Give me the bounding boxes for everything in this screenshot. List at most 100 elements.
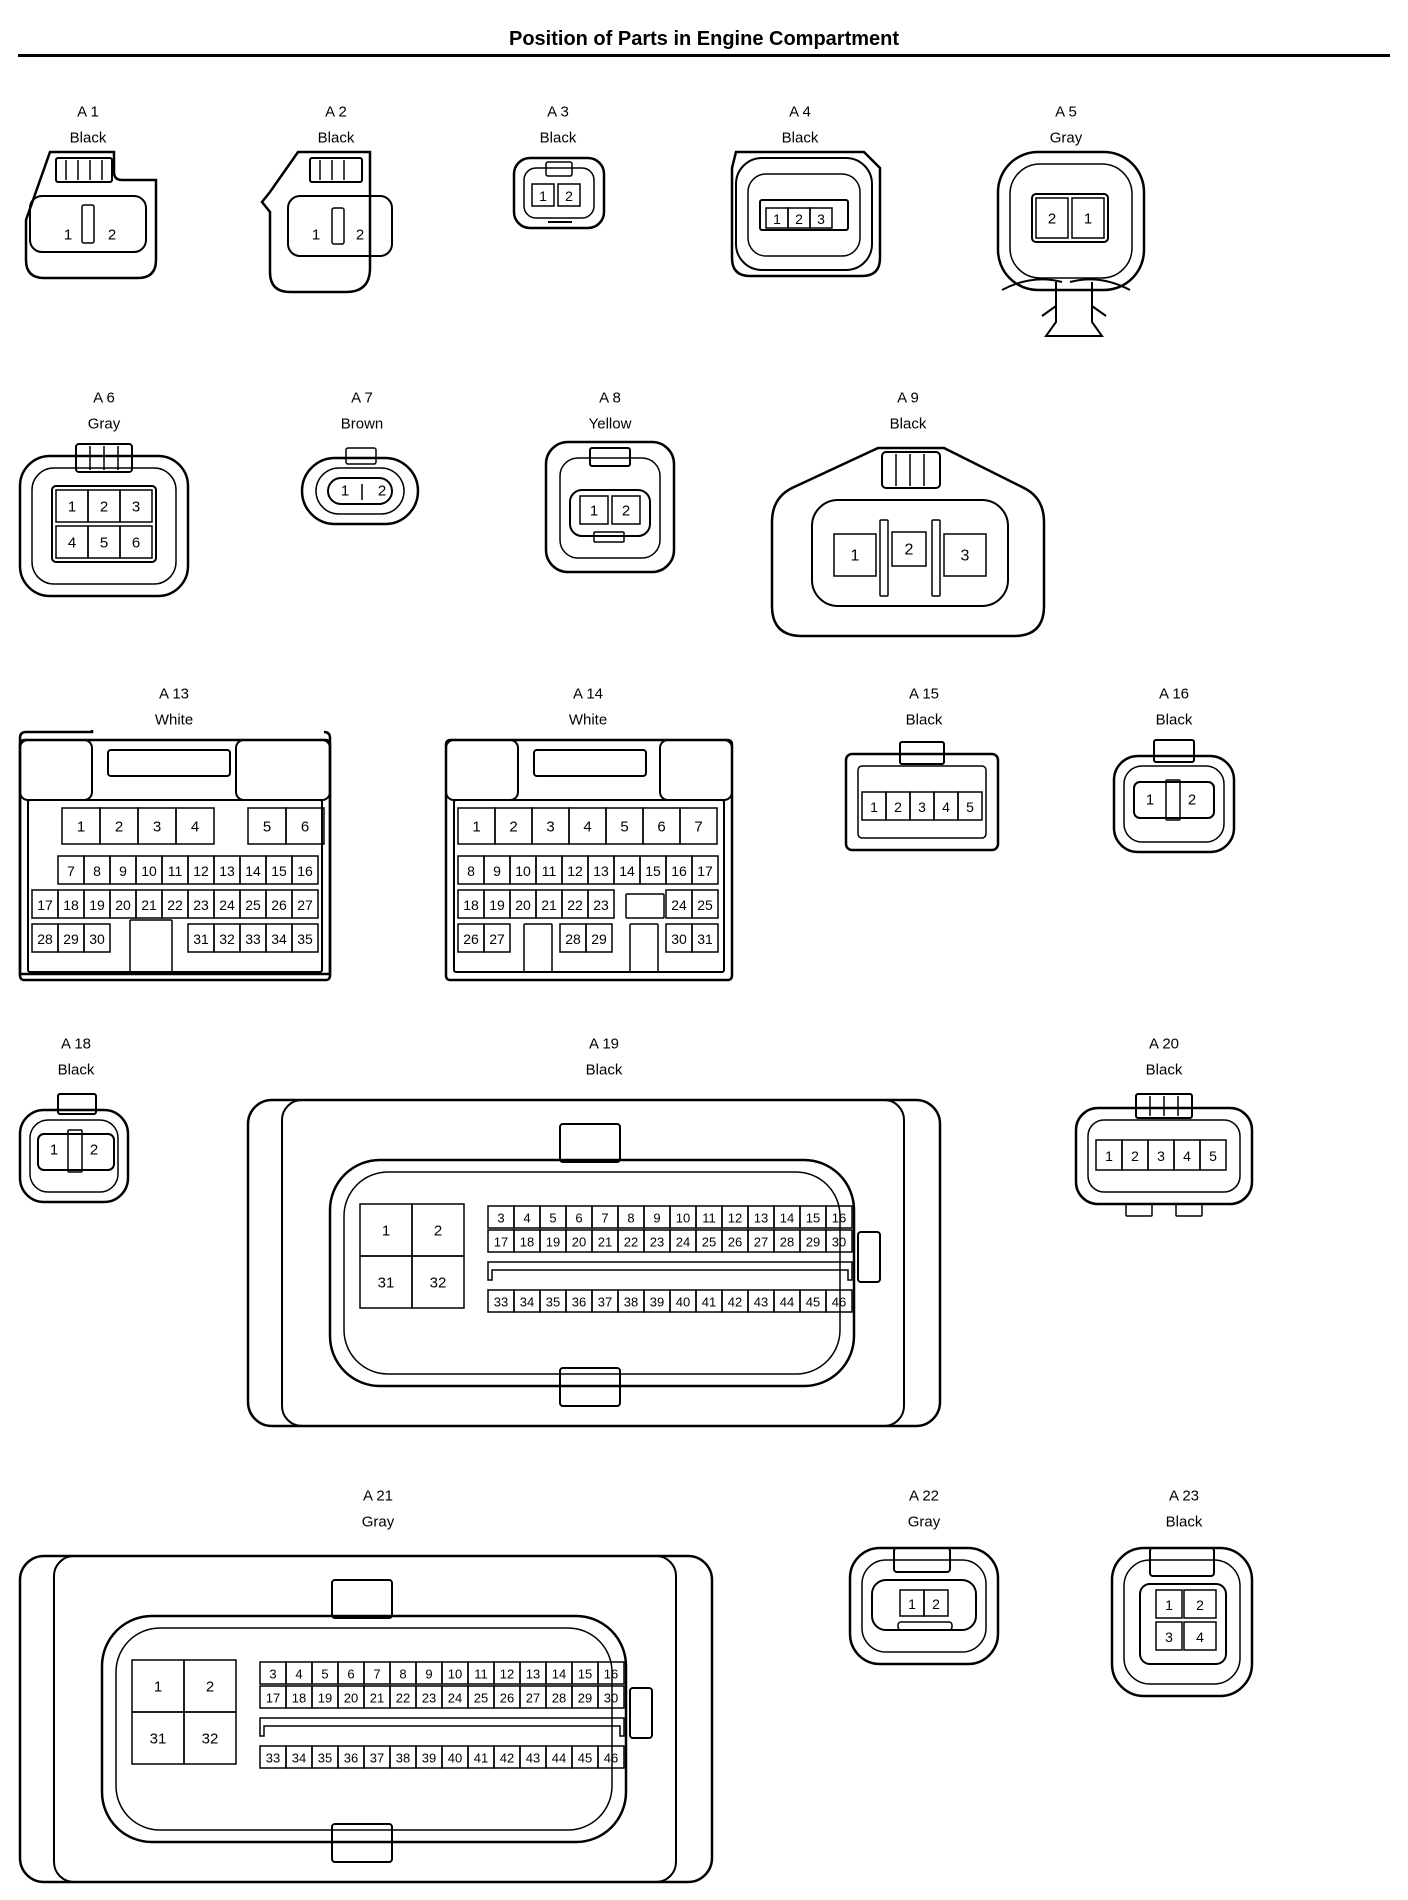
pin-number: 2 xyxy=(932,1596,940,1612)
pin-number: 7 xyxy=(601,1211,608,1226)
pin-cell xyxy=(1155,1589,1183,1619)
pin-cell xyxy=(183,1711,237,1765)
pin-number: 34 xyxy=(520,1295,534,1310)
pin-number: 6 xyxy=(301,819,309,836)
pin-number: 1 xyxy=(1105,1148,1113,1164)
pin-number: 23 xyxy=(650,1235,664,1250)
connector-color-a18: Black xyxy=(58,1062,95,1079)
pin-number: 16 xyxy=(297,863,313,879)
pin-number: 2 xyxy=(509,819,517,836)
pin-number: 12 xyxy=(193,863,209,879)
pin-number: 2 xyxy=(206,1679,214,1696)
pin-number: 25 xyxy=(474,1691,488,1706)
pin-number: 31 xyxy=(150,1731,167,1748)
pin-number: 37 xyxy=(370,1751,384,1766)
pin-number: 21 xyxy=(370,1691,384,1706)
pin-number: 4 xyxy=(1196,1629,1204,1645)
pin-number: 27 xyxy=(526,1691,540,1706)
pin-number: 3 xyxy=(918,799,926,815)
connector-id-a21: A 21 xyxy=(363,1488,393,1505)
pin-number: 1 xyxy=(908,1596,916,1612)
pin-cell xyxy=(83,923,111,953)
pin-number: 41 xyxy=(702,1295,716,1310)
pin-number: 30 xyxy=(89,931,105,947)
pin-number: 1 xyxy=(50,1142,58,1159)
pin-number: 34 xyxy=(271,931,287,947)
connector-color-a2: Black xyxy=(318,130,355,147)
pin-cell xyxy=(175,807,215,845)
pin-number: 11 xyxy=(168,863,183,879)
pin-number: 2 xyxy=(434,1223,442,1240)
connector-color-a13: White xyxy=(155,712,193,729)
connector-id-a5: A 5 xyxy=(1055,104,1077,121)
connector-id-a23: A 23 xyxy=(1169,1488,1199,1505)
connector-id-a13: A 13 xyxy=(159,686,189,703)
pin-number: 27 xyxy=(297,897,313,913)
pin-number: 13 xyxy=(219,863,235,879)
pin-number: 44 xyxy=(780,1295,794,1310)
pin-number: 45 xyxy=(578,1751,592,1766)
pin-number: 11 xyxy=(474,1667,488,1682)
connector-color-a22: Gray xyxy=(908,1514,941,1531)
connector-color-a19: Black xyxy=(586,1062,623,1079)
pin-number: 5 xyxy=(263,819,271,836)
connector-id-a14: A 14 xyxy=(573,686,603,703)
pin-number: 1 xyxy=(68,499,76,516)
pin-number: 30 xyxy=(832,1235,846,1250)
pin-number: 22 xyxy=(396,1691,410,1706)
pin-number: 8 xyxy=(467,863,475,879)
pin-number: 29 xyxy=(578,1691,592,1706)
pin-cell xyxy=(291,855,319,885)
pin-number: 8 xyxy=(399,1667,406,1682)
pin-cell xyxy=(957,791,983,821)
connector-id-a3: A 3 xyxy=(547,104,569,121)
pin-number: 15 xyxy=(578,1667,592,1682)
pin-number: 17 xyxy=(494,1235,508,1250)
pin-number: 28 xyxy=(565,931,581,947)
pin-number: 23 xyxy=(193,897,209,913)
pin-number: 2 xyxy=(1196,1597,1204,1613)
pin-number: 24 xyxy=(448,1691,462,1706)
pin-number: 17 xyxy=(37,897,53,913)
pin-number: 9 xyxy=(493,863,501,879)
pin-number: 38 xyxy=(624,1295,638,1310)
pin-number: 16 xyxy=(604,1667,618,1682)
connector-id-a16: A 16 xyxy=(1159,686,1189,703)
pin-number: 3 xyxy=(497,1211,504,1226)
pin-number: 7 xyxy=(373,1667,380,1682)
pin-number: 9 xyxy=(653,1211,660,1226)
connector-color-a5: Gray xyxy=(1050,130,1083,147)
pin-number: 31 xyxy=(697,931,713,947)
connector-id-a9: A 9 xyxy=(897,390,919,407)
pin-number: 19 xyxy=(489,897,505,913)
pin-number: 45 xyxy=(806,1295,820,1310)
connector-color-a8: Yellow xyxy=(589,416,632,433)
pin-cell xyxy=(557,183,581,207)
pin-cell xyxy=(825,1289,853,1313)
pin-number: 5 xyxy=(100,535,108,552)
pin-number: 7 xyxy=(694,819,702,836)
connector-color-a9: Black xyxy=(890,416,927,433)
pin-cell xyxy=(119,525,153,559)
pin-number: 19 xyxy=(89,897,105,913)
pin-number: 26 xyxy=(271,897,287,913)
pin-cell xyxy=(285,807,325,845)
pin-cell xyxy=(825,1229,853,1253)
pin-number: 21 xyxy=(598,1235,612,1250)
pin-number: 8 xyxy=(93,863,101,879)
pin-number: 1 xyxy=(539,188,547,204)
page-title: Position of Parts in Engine Compartment xyxy=(508,28,900,50)
pin-number: 1 xyxy=(1084,211,1092,228)
pin-cell xyxy=(597,1661,625,1685)
pin-number: 20 xyxy=(572,1235,586,1250)
pin-number: 20 xyxy=(115,897,131,913)
pin-number: 2 xyxy=(378,483,386,500)
pin-number: 1 xyxy=(1165,1597,1173,1613)
pin-number: 10 xyxy=(448,1667,462,1682)
pin-number: 4 xyxy=(583,819,591,836)
pin-number: 31 xyxy=(193,931,209,947)
